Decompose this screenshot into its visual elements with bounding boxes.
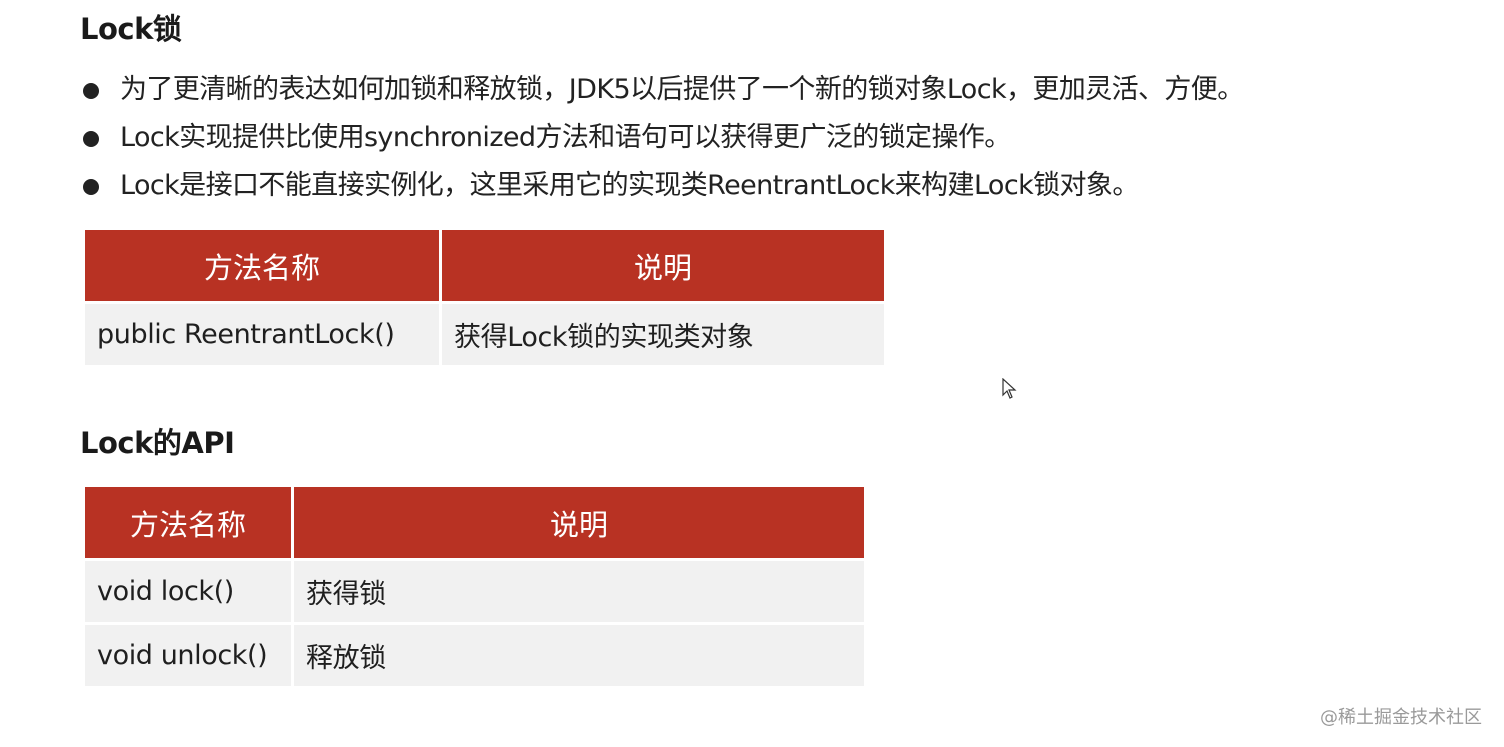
table-row: public ReentrantLock() 获得Lock锁的实现类对象 [85,304,884,365]
watermark: @稀土掘金技术社区 [1320,707,1482,728]
bullet-list: 为了更清晰的表达如何加锁和释放锁，JDK5以后提供了一个新的锁对象Lock，更加… [80,66,1244,210]
api-table: 方法名称 说明 void lock() 获得锁 void unlock() 释放… [82,484,867,689]
bullet-dot-icon [83,83,99,99]
bullet-dot-icon [83,179,99,195]
bullet-dot-icon [83,131,99,147]
table-row: void lock() 获得锁 [85,561,864,622]
table-header-row: 方法名称 说明 [85,487,864,558]
bullet-item: Lock是接口不能直接实例化，这里采用它的实现类ReentrantLock来构建… [80,162,1244,210]
cell-method: void lock() [85,561,291,622]
bullet-item: Lock实现提供比使用synchronized方法和语句可以获得更广泛的锁定操作… [80,114,1244,162]
table-header-row: 方法名称 说明 [85,230,884,301]
section-title-api: Lock的API [80,426,235,460]
cell-method: public ReentrantLock() [85,304,439,365]
constructor-table: 方法名称 说明 public ReentrantLock() 获得Lock锁的实… [82,227,887,368]
header-method-name: 方法名称 [85,487,291,558]
table-row: void unlock() 释放锁 [85,625,864,686]
cell-description: 获得Lock锁的实现类对象 [442,304,884,365]
header-description: 说明 [442,230,884,301]
cell-description: 获得锁 [294,561,864,622]
header-description: 说明 [294,487,864,558]
cell-method: void unlock() [85,625,291,686]
bullet-item: 为了更清晰的表达如何加锁和释放锁，JDK5以后提供了一个新的锁对象Lock，更加… [80,66,1244,114]
mouse-cursor-icon [1002,378,1017,399]
header-method-name: 方法名称 [85,230,439,301]
cell-description: 释放锁 [294,625,864,686]
section-title-lock: Lock锁 [80,12,182,46]
